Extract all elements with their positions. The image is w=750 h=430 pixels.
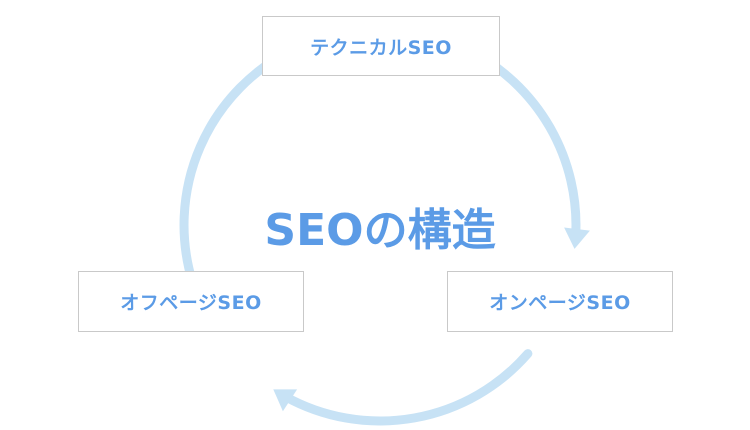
node-technical-seo: テクニカルSEO xyxy=(262,16,500,76)
arrow-offpage-to-technical xyxy=(179,44,299,287)
arrowhead-onpage-to-offpage xyxy=(273,389,298,412)
node-offpage-seo: オフページSEO xyxy=(78,271,304,332)
diagram-title: SEOの構造 xyxy=(264,205,496,256)
node-onpage-seo: オンページSEO xyxy=(447,271,673,332)
arrow-onpage-to-offpage xyxy=(280,349,533,426)
arrowhead-technical-to-onpage xyxy=(564,227,590,249)
